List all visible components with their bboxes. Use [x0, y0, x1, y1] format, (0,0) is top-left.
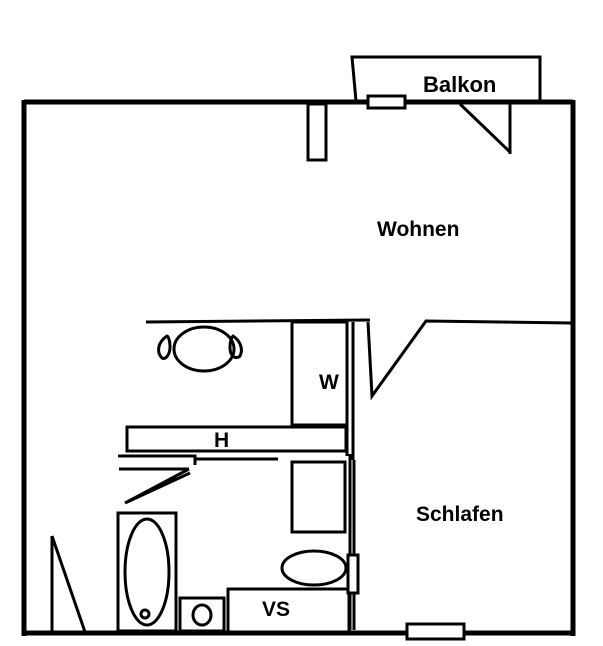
entry-door — [50, 535, 87, 634]
wardrobe-label: W — [319, 371, 339, 394]
pillar — [306, 102, 328, 162]
vs-label: VS — [262, 598, 290, 621]
balcony-window — [366, 94, 407, 110]
balcony — [350, 55, 542, 102]
bathroom — [116, 454, 360, 634]
hall-cabinet-label: H — [214, 429, 229, 452]
schlafen-label: Schlafen — [416, 503, 504, 526]
balcony-door-swing — [458, 102, 512, 154]
wohnen-label: Wohnen — [377, 218, 459, 241]
washbasin-cabinet — [290, 460, 347, 534]
shower-vs — [226, 587, 351, 634]
dining-table — [145, 318, 371, 373]
windows — [366, 94, 466, 641]
bedroom-window — [405, 622, 466, 641]
toilet — [178, 596, 226, 633]
hall-cabinet — [125, 425, 348, 453]
washbasin — [280, 549, 348, 587]
bathroom-door-frame — [346, 553, 360, 595]
bathtub — [116, 511, 178, 633]
balkon-label: Balkon — [423, 72, 496, 97]
